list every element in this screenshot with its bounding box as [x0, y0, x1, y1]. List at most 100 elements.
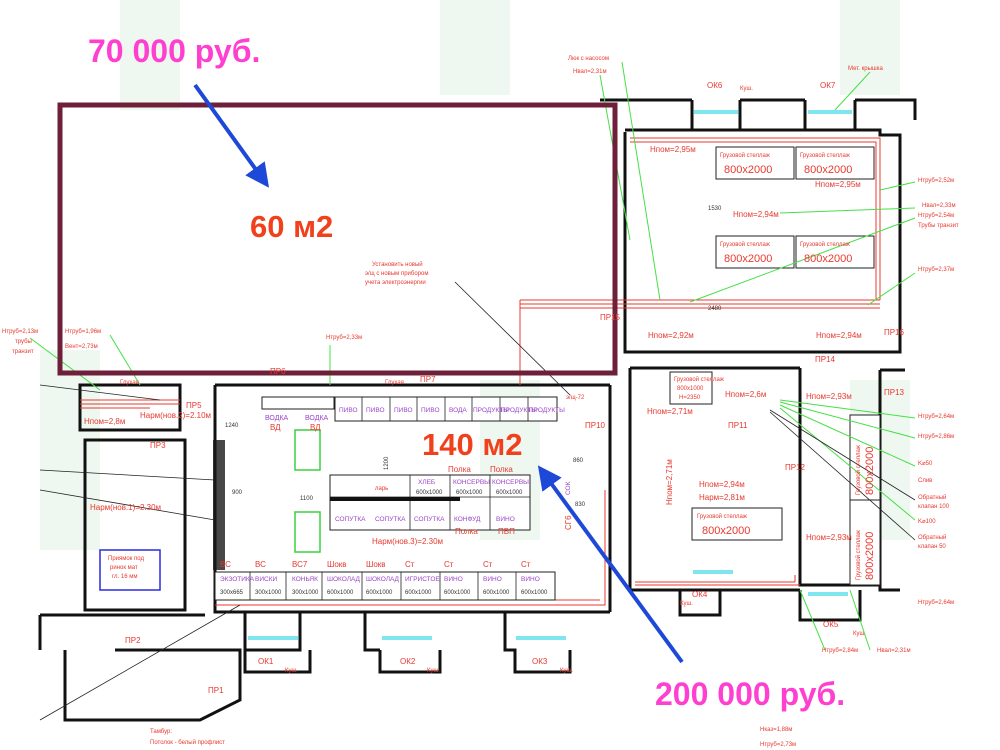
plan-label: э/щ-72 — [566, 395, 585, 401]
bottom-shelf-codes: ВС — [255, 560, 266, 569]
plan-label: ОК5 — [823, 620, 839, 629]
bottom-shelf-sizes: 600x1000 — [366, 590, 393, 596]
plan-label: Hвал=2,31м — [573, 69, 607, 75]
plan-label: Hтруб=2,13м — [2, 329, 38, 335]
plan-label: ПИВО — [394, 407, 413, 414]
window-labels: ОК1 ОК2 ОК3 ОК4 ОК5 ОК6 ОК7 Куш. Куш. Ку… — [258, 81, 866, 674]
plan-label: ПВП — [498, 527, 515, 536]
plan-label: Hпом=2,93м — [806, 533, 852, 542]
plan-label: ВИНО — [496, 516, 515, 523]
plan-label: ПРОДУКТЫ — [473, 407, 509, 414]
plan-label: Hтруб=2,37м — [918, 267, 954, 273]
left-labels: Hтруб=2,13м трубы транзит Hтруб=1,96м Ве… — [2, 329, 404, 746]
plan-label: Hпом=2,6м — [725, 390, 766, 399]
area-top: 60 м2 — [250, 209, 333, 244]
plan-label: 1530 — [708, 206, 722, 212]
plan-label: Трубы транзит — [918, 223, 959, 229]
arrow-bottom — [537, 465, 684, 664]
bottom-shelf-names: ВИНО — [483, 576, 502, 583]
plan-label: 800x2000 — [724, 253, 772, 265]
plan-label: Hвал=2,31м — [877, 648, 911, 654]
plan-label: СОПУТКА — [414, 516, 445, 523]
store-bottom-shelves: ВСЭКЗОТИКА300x665ВСВИСКИ300x1000ВС7КОНЬЯ… — [220, 560, 548, 596]
leased-area-frame — [57, 102, 618, 376]
plan-label: клапан 50 — [918, 544, 946, 550]
plan-label: ПР3 — [150, 441, 166, 450]
plan-label: КОНФУД — [454, 516, 481, 523]
plan-label: ОК1 — [258, 657, 274, 666]
top-room-labels: Hпом=2,95м Hпом=2,95м Hпом=2,94м Hпом=2,… — [648, 145, 862, 340]
plan-label: 800x2000 — [702, 525, 750, 537]
store-labels: Установить новый э/щ с новым прибором уч… — [265, 261, 585, 432]
plan-label: Глухая — [385, 380, 404, 386]
plan-label: Куш. — [560, 668, 573, 674]
bottom-shelf-sizes: 600x1000 — [483, 590, 510, 596]
plan-label: Люк с насосом — [568, 56, 609, 62]
plan-label: Полка — [455, 527, 478, 536]
bottom-shelf-names: ШОКОЛАД — [366, 576, 400, 583]
plan-label: 2480 — [708, 306, 722, 312]
plan-label: 800x1000 — [677, 386, 704, 392]
bottom-shelf-sizes: 600x1000 — [405, 590, 432, 596]
plan-label: ПР2 — [125, 636, 141, 645]
plan-label: H=2350 — [679, 395, 701, 401]
plan-label: Hтруб=2,84м — [822, 648, 858, 654]
plan-label: ПР7 — [420, 375, 436, 384]
plan-label: Тамбур: — [150, 729, 172, 735]
right-room-labels: Hпом=2,6м Hпом=2,93м Hпом=2,71м Hпом=2,9… — [647, 376, 876, 580]
plan-label: 800x2000 — [804, 253, 852, 265]
plan-label: учета электроэнергии — [365, 280, 426, 286]
plan-label: 800x2000 — [724, 164, 772, 176]
plan-label: ПР13 — [884, 388, 905, 397]
plan-label: Грузовой стеллаж — [720, 152, 770, 159]
plan-label: Грузовой стеллаж — [855, 530, 862, 580]
plan-label: ПИВО — [366, 407, 385, 414]
plan-label: СОПУТКА — [335, 516, 366, 523]
plan-label: КОНСЕРВЫ — [492, 479, 529, 486]
plan-label: Вент=2,73м — [65, 344, 98, 350]
plan-label: Hтруб=1,96м — [65, 329, 101, 335]
plan-label: Потолок - белый профлист — [150, 739, 225, 746]
plan-label: Hпом=2,71м — [647, 407, 693, 416]
plan-label: Hпом=2,92м — [648, 331, 694, 340]
bottom-shelf-codes: Ст — [483, 560, 493, 569]
plan-label: ПР15 — [600, 313, 621, 322]
plan-label: Грузовой стеллаж — [855, 445, 862, 495]
plan-label: 800x2000 — [864, 532, 876, 580]
plan-label: ПИВО — [421, 407, 440, 414]
plan-label: 1200 — [384, 456, 390, 470]
bottom-shelf-names: ВИНО — [521, 576, 540, 583]
plan-label: ПРОДУКТЫ — [529, 407, 565, 414]
plan-label: Куш. — [853, 631, 866, 637]
window-glazing — [248, 110, 852, 640]
plan-label: ПР6 — [270, 367, 286, 376]
plan-label: Hпом=2,95м — [815, 180, 861, 189]
plan-label: Грузовой стеллаж — [720, 241, 770, 248]
plan-label: Hказ=1,88м — [760, 727, 792, 733]
plan-label: Hтруб=2,73м — [760, 742, 796, 748]
plan-label: СОК — [565, 481, 572, 495]
bottom-shelf-names: ВИСКИ — [255, 576, 277, 583]
plan-label: Hтруб=2,64м — [918, 414, 954, 420]
plan-label: Hтруб=2,52м — [918, 178, 954, 184]
plan-label: ОК7 — [820, 81, 836, 90]
plan-label: транзит — [12, 349, 34, 355]
plan-label: 830 — [575, 502, 586, 508]
bottom-shelf-sizes: 600x1000 — [444, 590, 471, 596]
watermark — [40, 0, 910, 550]
plan-label: Глухая — [120, 380, 139, 386]
plan-label: K⌀100 — [918, 519, 936, 525]
plan-label: Hарм(нов.1)=2.30м — [90, 503, 161, 512]
plan-label: э/щ с новым прибором — [365, 271, 428, 277]
plan-label: ВОДКА — [305, 415, 329, 422]
price-top: 70 000 руб. — [88, 33, 260, 69]
plan-label: Hпом=2,93м — [806, 392, 852, 401]
plan-label: 800x2000 — [804, 164, 852, 176]
plan-label: 900 — [232, 490, 243, 496]
plan-label: ОК6 — [707, 81, 723, 90]
plan-label: трубы — [15, 339, 32, 345]
plan-label: ВОДКА — [265, 415, 289, 422]
bottom-shelf-names: ШОКОЛАД — [327, 576, 361, 583]
plan-label: Hпом=2,95м — [650, 145, 696, 154]
store-island: Полка Полка ХЛЕБ КОНСЕРВЫ КОНСЕРВЫ 600x1… — [225, 423, 586, 546]
